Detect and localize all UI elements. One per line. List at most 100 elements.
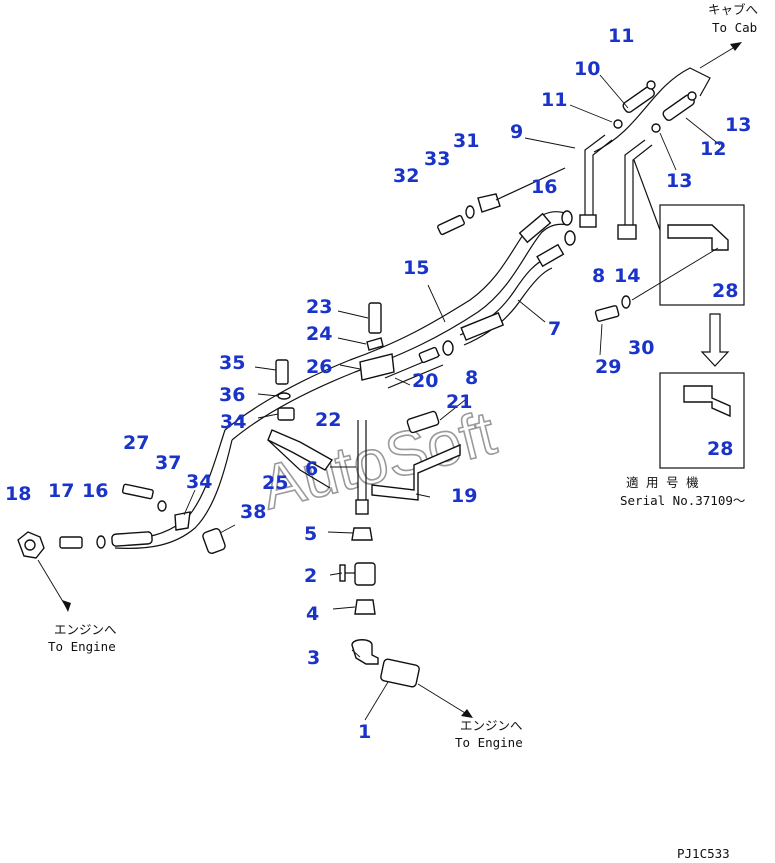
callout-2: 2: [304, 565, 317, 587]
hose-15: [224, 211, 566, 431]
tube-20-edge: [387, 364, 444, 389]
bolt-32: [437, 214, 465, 236]
bracket-28-upper: [667, 224, 729, 251]
callout-16-left: 16: [82, 480, 108, 502]
hose-lower-edge: [114, 439, 233, 549]
callout-32: 32: [393, 165, 419, 187]
callout-10: 10: [574, 58, 600, 80]
hose-end-15: [518, 212, 552, 244]
nipple-4: [354, 599, 376, 615]
callout-9: 9: [510, 121, 523, 143]
note-serial-en: Serial No.37109～: [620, 493, 745, 508]
nipple-5: [351, 527, 373, 541]
connector-17: [59, 536, 83, 549]
clamp-34-lower: [174, 511, 191, 531]
callout-18: 18: [5, 483, 31, 505]
cab-line-1: [593, 67, 711, 153]
callout-27: 27: [123, 432, 149, 454]
arrow-left-head: [62, 600, 71, 612]
washer-11-top: [646, 80, 656, 90]
valve-2-body: [354, 562, 376, 586]
hose-15-edge: [231, 223, 569, 441]
callout-28-upper: 28: [712, 280, 738, 302]
fitting-18-port: [24, 539, 36, 551]
callout-labels: 1 2 3 4 5 6 7 8 8 9 10 11 11 12 13 13 14…: [5, 25, 751, 743]
cab-line-2: [633, 159, 661, 231]
arrow-right-head: [461, 709, 473, 718]
callout-12: 12: [700, 138, 726, 160]
callout-5: 5: [304, 523, 317, 545]
washer-36: [277, 392, 291, 400]
callout-7: 7: [548, 318, 561, 340]
washer-16-left: [96, 535, 106, 549]
callout-20: 20: [412, 370, 438, 392]
callout-28-lower: 28: [707, 438, 733, 460]
callout-29: 29: [595, 356, 621, 378]
hose-1: [380, 658, 420, 688]
callout-37: 37: [155, 452, 181, 474]
callout-8-upper: 8: [592, 265, 605, 287]
callout-22: 22: [315, 409, 341, 431]
note-cab-jp: キャブへ: [708, 2, 758, 17]
washer-37: [157, 500, 167, 512]
washer-13-mid: [651, 123, 661, 133]
leader-lines: [183, 74, 721, 721]
washer-30: [621, 295, 631, 309]
connector-14: [617, 224, 637, 240]
note-engine-left-en: To Engine: [48, 639, 116, 654]
callout-16-upper: 16: [531, 176, 557, 198]
bolt-27: [121, 483, 154, 500]
hose-sleeve: [536, 243, 565, 268]
spacer-38: [202, 528, 226, 554]
washer-8-upper: [564, 230, 576, 246]
callout-33: 33: [424, 148, 450, 170]
note-engine-right-en: To Engine: [455, 735, 523, 750]
washer-11-mid: [613, 119, 623, 129]
washer-16-upper: [561, 210, 573, 226]
washer-24: [366, 337, 384, 351]
note-engine-left-jp: エンジンへ: [54, 622, 117, 637]
clamp-31: [477, 193, 501, 213]
callout-13-top: 13: [725, 114, 751, 136]
clamp-34-upper: [277, 407, 295, 421]
clamp-26: [359, 353, 395, 381]
callout-4: 4: [306, 603, 319, 625]
callout-15: 15: [403, 257, 429, 279]
callout-1: 1: [358, 721, 371, 743]
note-serial-jp: 適 用 号 機: [626, 475, 699, 490]
washer-8-mid: [442, 340, 454, 356]
callout-25: 25: [262, 472, 288, 494]
bolt-35: [275, 359, 289, 385]
connector-9: [579, 214, 597, 228]
elbow-3: [351, 639, 379, 665]
drawing-code: PJ1C533: [677, 846, 730, 861]
callout-13-mid: 13: [666, 170, 692, 192]
washer-13-top: [687, 91, 697, 101]
tube-9-left: [584, 134, 606, 215]
callout-26: 26: [306, 356, 332, 378]
hose-sleeve-left: [111, 531, 153, 547]
callout-35: 35: [219, 352, 245, 374]
leader-28-upper: [631, 247, 719, 301]
bolt-29: [594, 305, 620, 322]
tube-14-right: [632, 144, 653, 230]
callout-31: 31: [453, 130, 479, 152]
arrow-cab-shaft: [699, 44, 739, 69]
arrow-right-shaft: [417, 683, 471, 717]
tube-14-left: [624, 139, 646, 230]
bolt-21: [406, 410, 440, 434]
plate-25-line: [267, 439, 331, 489]
callout-19: 19: [451, 485, 477, 507]
tube-20-end: [418, 346, 440, 364]
washer-33: [465, 205, 475, 219]
bracket-19: [371, 443, 461, 501]
callout-11-top: 11: [608, 25, 634, 47]
callout-17: 17: [48, 480, 74, 502]
bracket-28-lower: [683, 385, 731, 418]
down-arrow: [700, 313, 730, 367]
callout-34-lower: 34: [186, 471, 212, 493]
callout-34-upper: 34: [220, 411, 246, 433]
tube-6-nut: [355, 499, 369, 515]
